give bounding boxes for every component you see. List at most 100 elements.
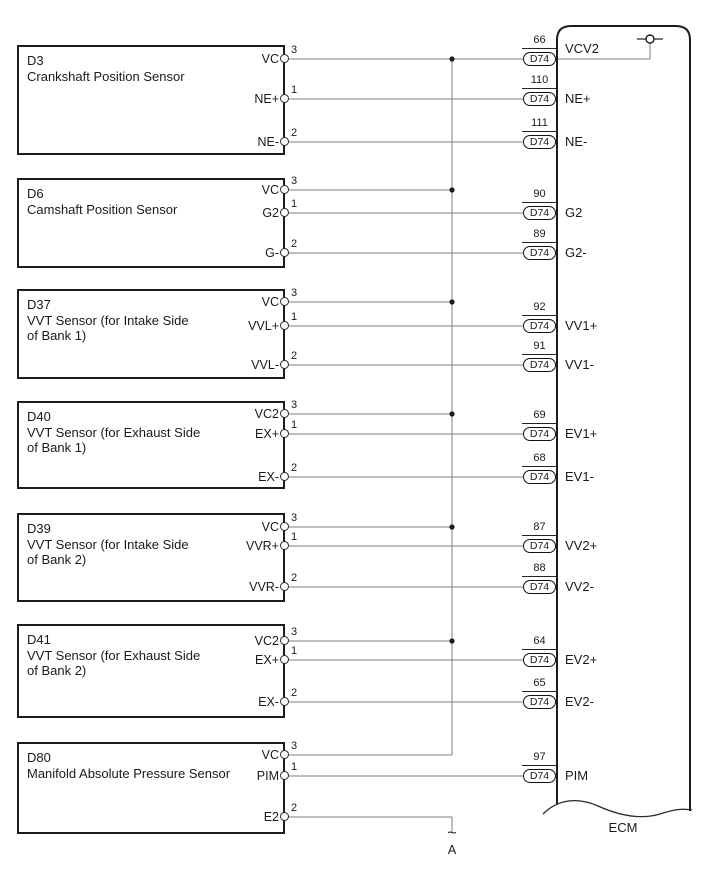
- pin-terminal-number: 2: [291, 127, 298, 139]
- pin-label: G-: [265, 246, 279, 260]
- pin-terminal-number: 2: [291, 462, 298, 474]
- terminal-circle: [280, 409, 289, 418]
- junction-dot: [449, 299, 455, 305]
- ecm-pin-pill: D74: [523, 580, 556, 594]
- ecm-pin-pill: D74: [523, 246, 556, 260]
- junction-dot: [449, 187, 455, 193]
- pin-label: VVR-: [249, 580, 279, 594]
- pin-terminal-number: 3: [291, 626, 298, 638]
- terminal-circle: [280, 771, 289, 780]
- ecm-pin-pill: D74: [523, 427, 556, 441]
- ecm-pin-pill: D74: [523, 769, 556, 783]
- sensor-id: D3: [27, 53, 44, 68]
- terminal-circle: [280, 429, 289, 438]
- pin-terminal-number: 3: [291, 175, 298, 187]
- junction-dot: [449, 524, 455, 530]
- pin-label: VC: [261, 183, 279, 197]
- junction-dot: [449, 638, 455, 644]
- terminal-circle: [280, 655, 289, 664]
- pin-terminal-number: 1: [291, 531, 298, 543]
- ecm-pin-label: EV2+: [565, 652, 598, 667]
- ecm-pin-pill: D74: [523, 358, 556, 372]
- sensor-name: of Bank 1): [27, 440, 87, 455]
- pin-terminal-number: 2: [291, 802, 298, 814]
- ecm-pin-number: 92: [522, 301, 557, 316]
- pin-label: VVL-: [251, 358, 279, 372]
- sensor-id: D6: [27, 186, 44, 201]
- shield-terminal-icon: [637, 34, 663, 44]
- terminal-circle: [280, 522, 289, 531]
- pin-terminal-number: 3: [291, 740, 298, 752]
- pin-terminal-number: 3: [291, 287, 298, 299]
- ecm-pin-pill: D74: [523, 52, 556, 66]
- pin-label: NE+: [254, 92, 279, 106]
- sensor-name: Camshaft Position Sensor: [27, 201, 178, 217]
- pin-label: EX-: [258, 470, 279, 484]
- terminal-circle: [280, 248, 289, 257]
- sensor-id: D37: [27, 297, 51, 312]
- sensor-id: D40: [27, 409, 51, 424]
- sensor-name: of Bank 1): [27, 328, 87, 343]
- terminal-circle: [280, 137, 289, 146]
- terminal-circle: [280, 54, 289, 63]
- terminal-circle: [280, 208, 289, 217]
- terminal-circle: [280, 582, 289, 591]
- sensor-name: VVT Sensor (for Exhaust Side: [27, 647, 201, 663]
- pin-terminal-number: 1: [291, 84, 298, 96]
- pin-label: EX-: [258, 695, 279, 709]
- ecm-pin-number: 69: [522, 409, 557, 424]
- ecm-pin-label: PIM: [565, 768, 589, 783]
- pin-terminal-number: 2: [291, 687, 298, 699]
- ecm-pin-number: 88: [522, 562, 557, 577]
- pin-terminal-number: 3: [291, 44, 298, 56]
- pin-terminal-number: 3: [291, 512, 298, 524]
- pin-label: G2: [262, 206, 279, 220]
- terminal-circle: [280, 636, 289, 645]
- ecm-pin-pill: D74: [523, 539, 556, 553]
- ecm-pin-label: G2: [565, 205, 583, 220]
- ecm-pin-label: EV1-: [565, 469, 594, 484]
- terminal-circle: [280, 297, 289, 306]
- pin-label: VC: [261, 295, 279, 309]
- ecm-pin-label: VV2-: [565, 579, 594, 594]
- ecm-pin-pill: D74: [523, 653, 556, 667]
- sensor-name: VVT Sensor (for Intake Side: [27, 312, 189, 328]
- ecm-pin-label: VCV2: [565, 41, 599, 56]
- terminal-circle: [280, 812, 289, 821]
- junction-dot: [449, 56, 455, 62]
- terminal-circle: [280, 472, 289, 481]
- ecm-outline: [556, 25, 691, 811]
- pin-terminal-number: 2: [291, 238, 298, 250]
- ecm-pin-label: EV2-: [565, 694, 594, 709]
- pin-label: EX+: [255, 653, 279, 667]
- pin-label: PIM: [256, 769, 279, 783]
- sensor-name: Manifold Absolute Pressure Sensor: [27, 765, 231, 781]
- ecm-pin-pill: D74: [523, 135, 556, 149]
- break-marker-tilde: ~: [447, 825, 457, 842]
- ecm-pin-number: 97: [522, 751, 557, 766]
- terminal-circle: [280, 185, 289, 194]
- pin-terminal-number: 1: [291, 645, 298, 657]
- ecm-pin-label: NE-: [565, 134, 588, 149]
- junction-dots: [449, 56, 455, 644]
- ecm-pin-label: NE+: [565, 91, 591, 106]
- ecm-pin-number: 66: [522, 34, 557, 49]
- sensor-id: D39: [27, 521, 51, 536]
- ecm-pin-pill: D74: [523, 319, 556, 333]
- ecm-pin-pill: D74: [523, 695, 556, 709]
- pin-terminal-number: 1: [291, 419, 298, 431]
- pin-label: VVR+: [245, 539, 279, 553]
- pin-label: VC: [261, 520, 279, 534]
- ecm-pin-label: VV2+: [565, 538, 598, 553]
- terminal-circle: [280, 541, 289, 550]
- pin-label: VC: [261, 52, 279, 66]
- pin-terminal-number: 1: [291, 311, 298, 323]
- ecm-tear-line: [542, 799, 693, 818]
- ecm-pin-label: G2-: [565, 245, 587, 260]
